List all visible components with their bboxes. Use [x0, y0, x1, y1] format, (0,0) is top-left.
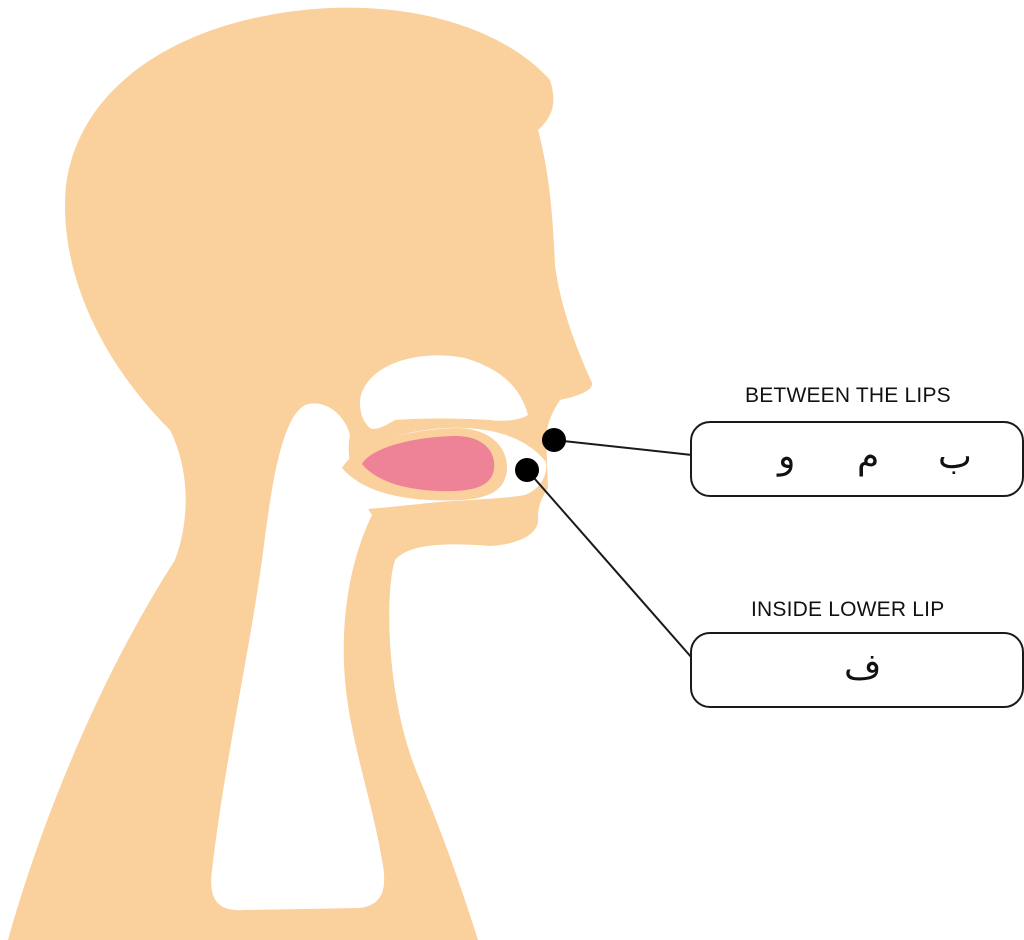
callout-label-between-lips: BETWEEN THE LIPS — [745, 384, 951, 408]
callout-line-lower-lip — [527, 470, 692, 658]
callout-line-lips — [554, 440, 692, 455]
letters-box-inside-lower-lip: ف — [690, 632, 1024, 708]
callout-label-inside-lower-lip: INSIDE LOWER LIP — [751, 598, 944, 622]
point-between-lips — [542, 428, 566, 452]
arabic-letter: ف — [844, 650, 881, 686]
arabic-letter: و — [778, 439, 795, 475]
arabic-letter: م — [857, 439, 879, 475]
arabic-letter: ب — [938, 439, 972, 475]
letters-box-between-lips: ب م و — [690, 421, 1024, 497]
point-inside-lower-lip — [515, 458, 539, 482]
